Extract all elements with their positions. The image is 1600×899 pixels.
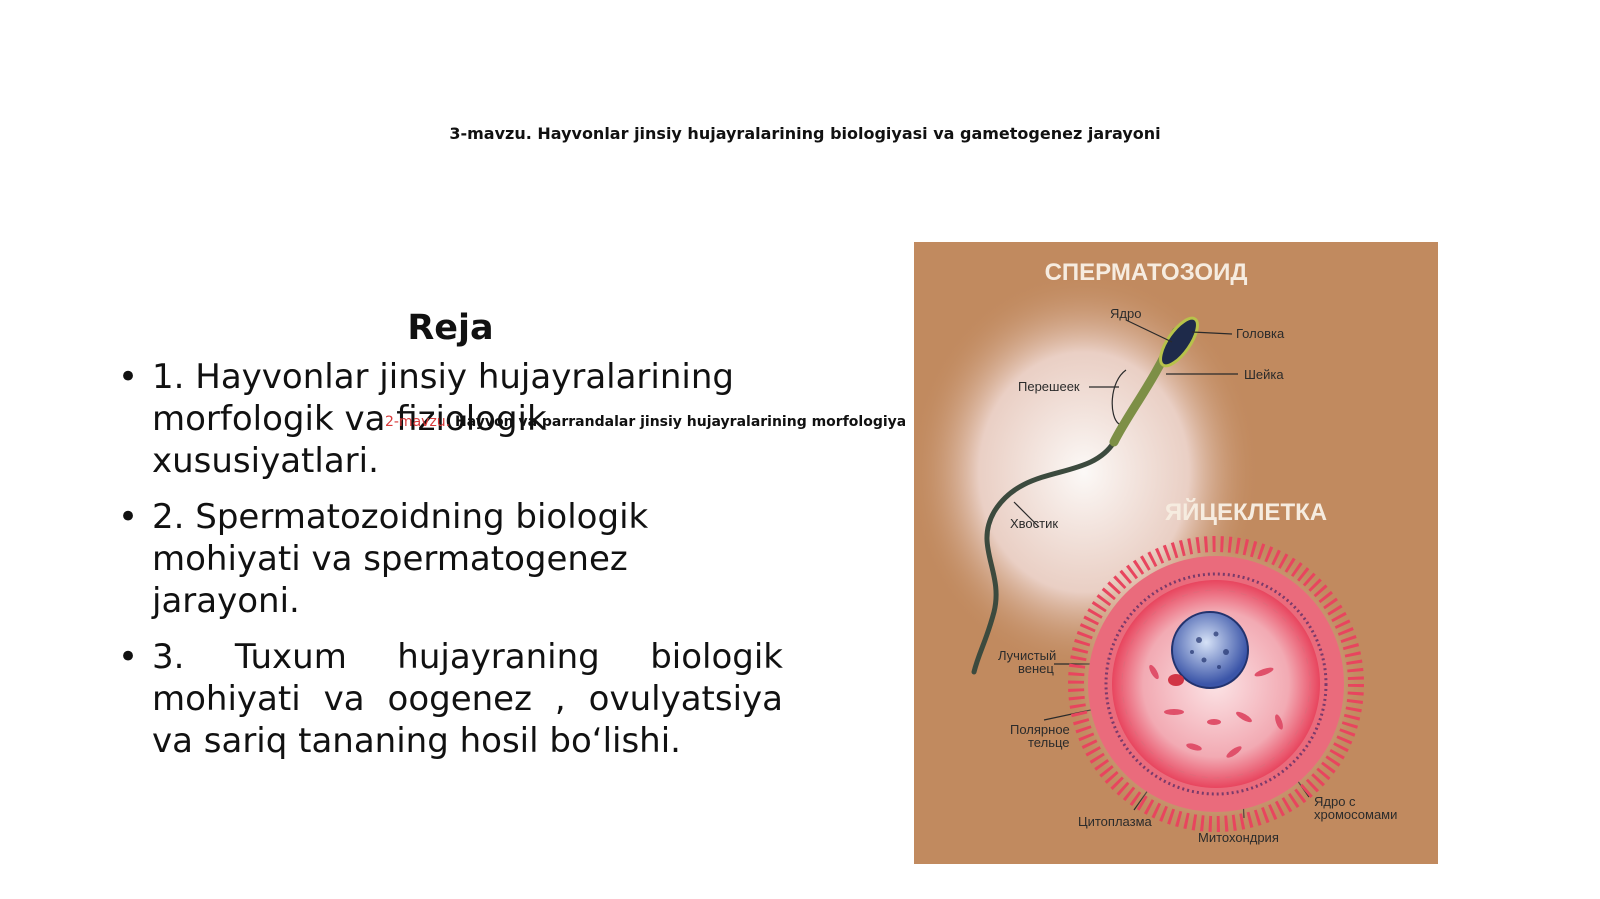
list-item: • 3. Tuxum hujayraning biologik mohiyati…	[118, 636, 783, 762]
label-mitochondria: Митохондрия	[1198, 830, 1279, 845]
label-nucleus: Ядро	[1110, 306, 1141, 321]
label-tail: Хвостик	[1010, 516, 1058, 531]
egg-title: ЯЙЦЕКЛЕТКА	[1165, 498, 1327, 526]
plan-list: • 1. Hayvonlar jinsiy hujayralarining mo…	[118, 356, 783, 762]
label-chromo-2: хромосомами	[1314, 807, 1397, 822]
mitochondria-group	[1149, 664, 1283, 758]
label-corona-1: Лучистый	[998, 648, 1056, 663]
egg-membrane	[1104, 572, 1328, 796]
label-neck: Шейка	[1244, 367, 1284, 382]
gamete-svg: СПЕРМАТОЗОИД ЯЙЦЕКЛЕТКА Ядро Головка Шей…	[914, 259, 1397, 845]
plan-item-text: 2. Spermatozoidning biologik mohiyati va…	[152, 497, 649, 621]
egg-inner-ring	[1121, 589, 1311, 779]
label-midpiece: Перешеек	[1018, 379, 1080, 394]
slide-title: 3-mavzu. Hayvonlar jinsiy hujayralarinin…	[449, 124, 1161, 143]
egg-nucleus	[1171, 611, 1249, 689]
label-head: Головка	[1236, 326, 1285, 341]
plan-item-text: 3. Tuxum hujayraning biologik mohiyati v…	[152, 637, 783, 761]
overlay-caption-text: Hayvon va parrandalar jinsiy hujayralari…	[450, 414, 905, 430]
polar-body	[1168, 674, 1184, 686]
bullet-icon: •	[118, 637, 139, 677]
label-polar-1: Полярное	[1010, 722, 1070, 737]
plan-section: Reja • 1. Hayvonlar jinsiy hujayralarini…	[118, 308, 783, 776]
label-chromo-1: Ядро с	[1314, 794, 1356, 809]
list-item: • 1. Hayvonlar jinsiy hujayralarining mo…	[118, 356, 783, 482]
list-item: • 2. Spermatozoidning biologik mohiyati …	[118, 496, 783, 622]
label-polar-2: тельце	[1028, 735, 1070, 750]
label-corona-2: венец	[1018, 661, 1054, 676]
overlay-caption-prefix: 2-mavzu.	[385, 414, 451, 430]
plan-item-text: 1. Hayvonlar jinsiy hujayralarining morf…	[152, 357, 734, 481]
sperm-title: СПЕРМАТОЗОИД	[1045, 259, 1248, 286]
plan-heading: Reja	[407, 308, 494, 348]
bullet-icon: •	[118, 497, 139, 537]
sperm-head	[1159, 316, 1199, 368]
label-cytoplasm: Цитоплазма	[1078, 814, 1153, 829]
overlay-caption: 2-mavzu. Hayvon va parrandalar jinsiy hu…	[385, 414, 905, 430]
gamete-illustration: СПЕРМАТОЗОИД ЯЙЦЕКЛЕТКА Ядро Головка Шей…	[914, 242, 1438, 864]
egg-corona	[1068, 536, 1364, 832]
bullet-icon: •	[118, 357, 139, 397]
